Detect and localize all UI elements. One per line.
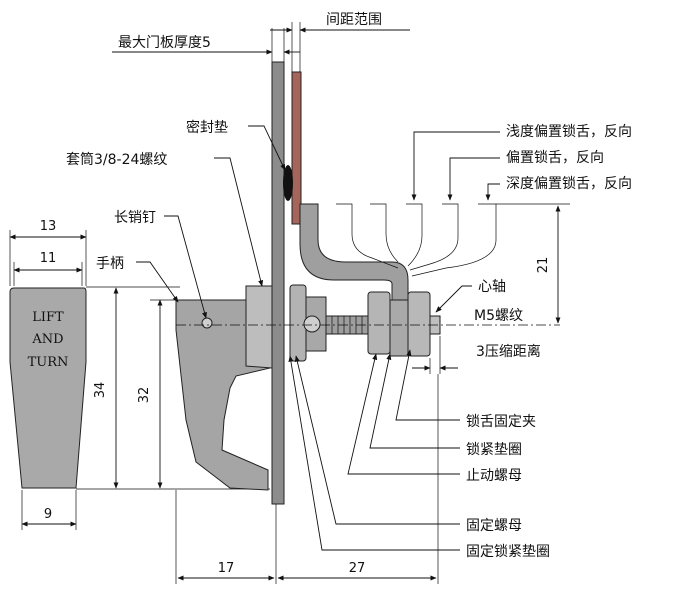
offset-tongue-label: 偏置锁舌，反向 (506, 150, 604, 166)
handle-front-view: LIFT AND TURN (9, 287, 87, 489)
handle-label: 手柄 (96, 256, 124, 272)
dim-vertical-21-label: 21 (536, 257, 551, 274)
lock-washer-shape (389, 299, 409, 357)
dim-top-width-label: 13 (40, 219, 57, 234)
dim-max-door-thickness: 最大门板厚度5 (112, 28, 300, 62)
m5-thread-label: M5螺纹 (474, 308, 523, 324)
dim-left-depth-label: 17 (218, 561, 235, 576)
long-pin-label: 长销钉 (114, 210, 156, 226)
gasket-strip (291, 71, 302, 225)
lock-washer-label: 锁紧垫圈 (466, 442, 522, 458)
stop-nut-label: 止动螺母 (466, 468, 522, 484)
offset-tongue (299, 203, 409, 301)
dim-compression: 3压缩距离 (412, 336, 541, 374)
dim-bottom-width: 9 (21, 490, 77, 530)
dim-top-width: 13 (9, 219, 87, 286)
dim-bottom-width-label: 9 (44, 507, 52, 522)
dim-spacing-range: 间距范围 (270, 11, 410, 72)
stop-nut-shape (367, 291, 391, 355)
sleeve-body (245, 285, 273, 369)
dim-vertical-21: 21 (496, 203, 570, 324)
dim-right-depth-label: 27 (349, 561, 366, 576)
shallow-offset-tongue-label: 浅度偏置锁舌，反向 (506, 124, 632, 140)
fixing-lock-washer-label: 固定锁紧垫圈 (466, 544, 550, 560)
dim-inner-width: 11 (13, 251, 83, 286)
sleeve-thread-label: 套筒3/8-24螺纹 (66, 151, 167, 168)
seal-gasket-shape (283, 165, 293, 201)
engraving-line-1: LIFT (32, 310, 64, 325)
deep-offset-tongue-label: 深度偏置锁舌，反向 (506, 176, 632, 192)
fixing-nut-label: 固定螺母 (466, 518, 522, 534)
dim-inner-width-label: 11 (40, 251, 57, 266)
engraving-line-2: AND (31, 332, 63, 347)
dim-handle-height-label: 32 (137, 387, 152, 404)
spacing-range-label: 间距范围 (326, 11, 382, 28)
dim-total-height-label: 34 (93, 382, 108, 399)
long-pin-head (201, 317, 213, 329)
engraving-line-3: TURN (28, 355, 69, 370)
compression-distance-label: 3压缩距离 (476, 343, 541, 360)
max-door-thickness-label: 最大门板厚度5 (118, 35, 211, 51)
handle-front-body (9, 287, 87, 489)
tongue-variants (336, 203, 497, 277)
tongue-clip-label: 锁舌固定夹 (466, 414, 536, 430)
tongue-clip-shape (407, 291, 431, 357)
sleeve-bore (303, 315, 321, 333)
dim-bottom-depths: 17 27 (175, 374, 439, 584)
spindle-label: 心轴 (478, 279, 506, 295)
dim-handle-height: 32 (137, 299, 180, 489)
dim-total-height: 34 (76, 286, 270, 490)
seal-gasket-label: 密封垫 (186, 119, 228, 136)
door-panel (271, 61, 285, 505)
